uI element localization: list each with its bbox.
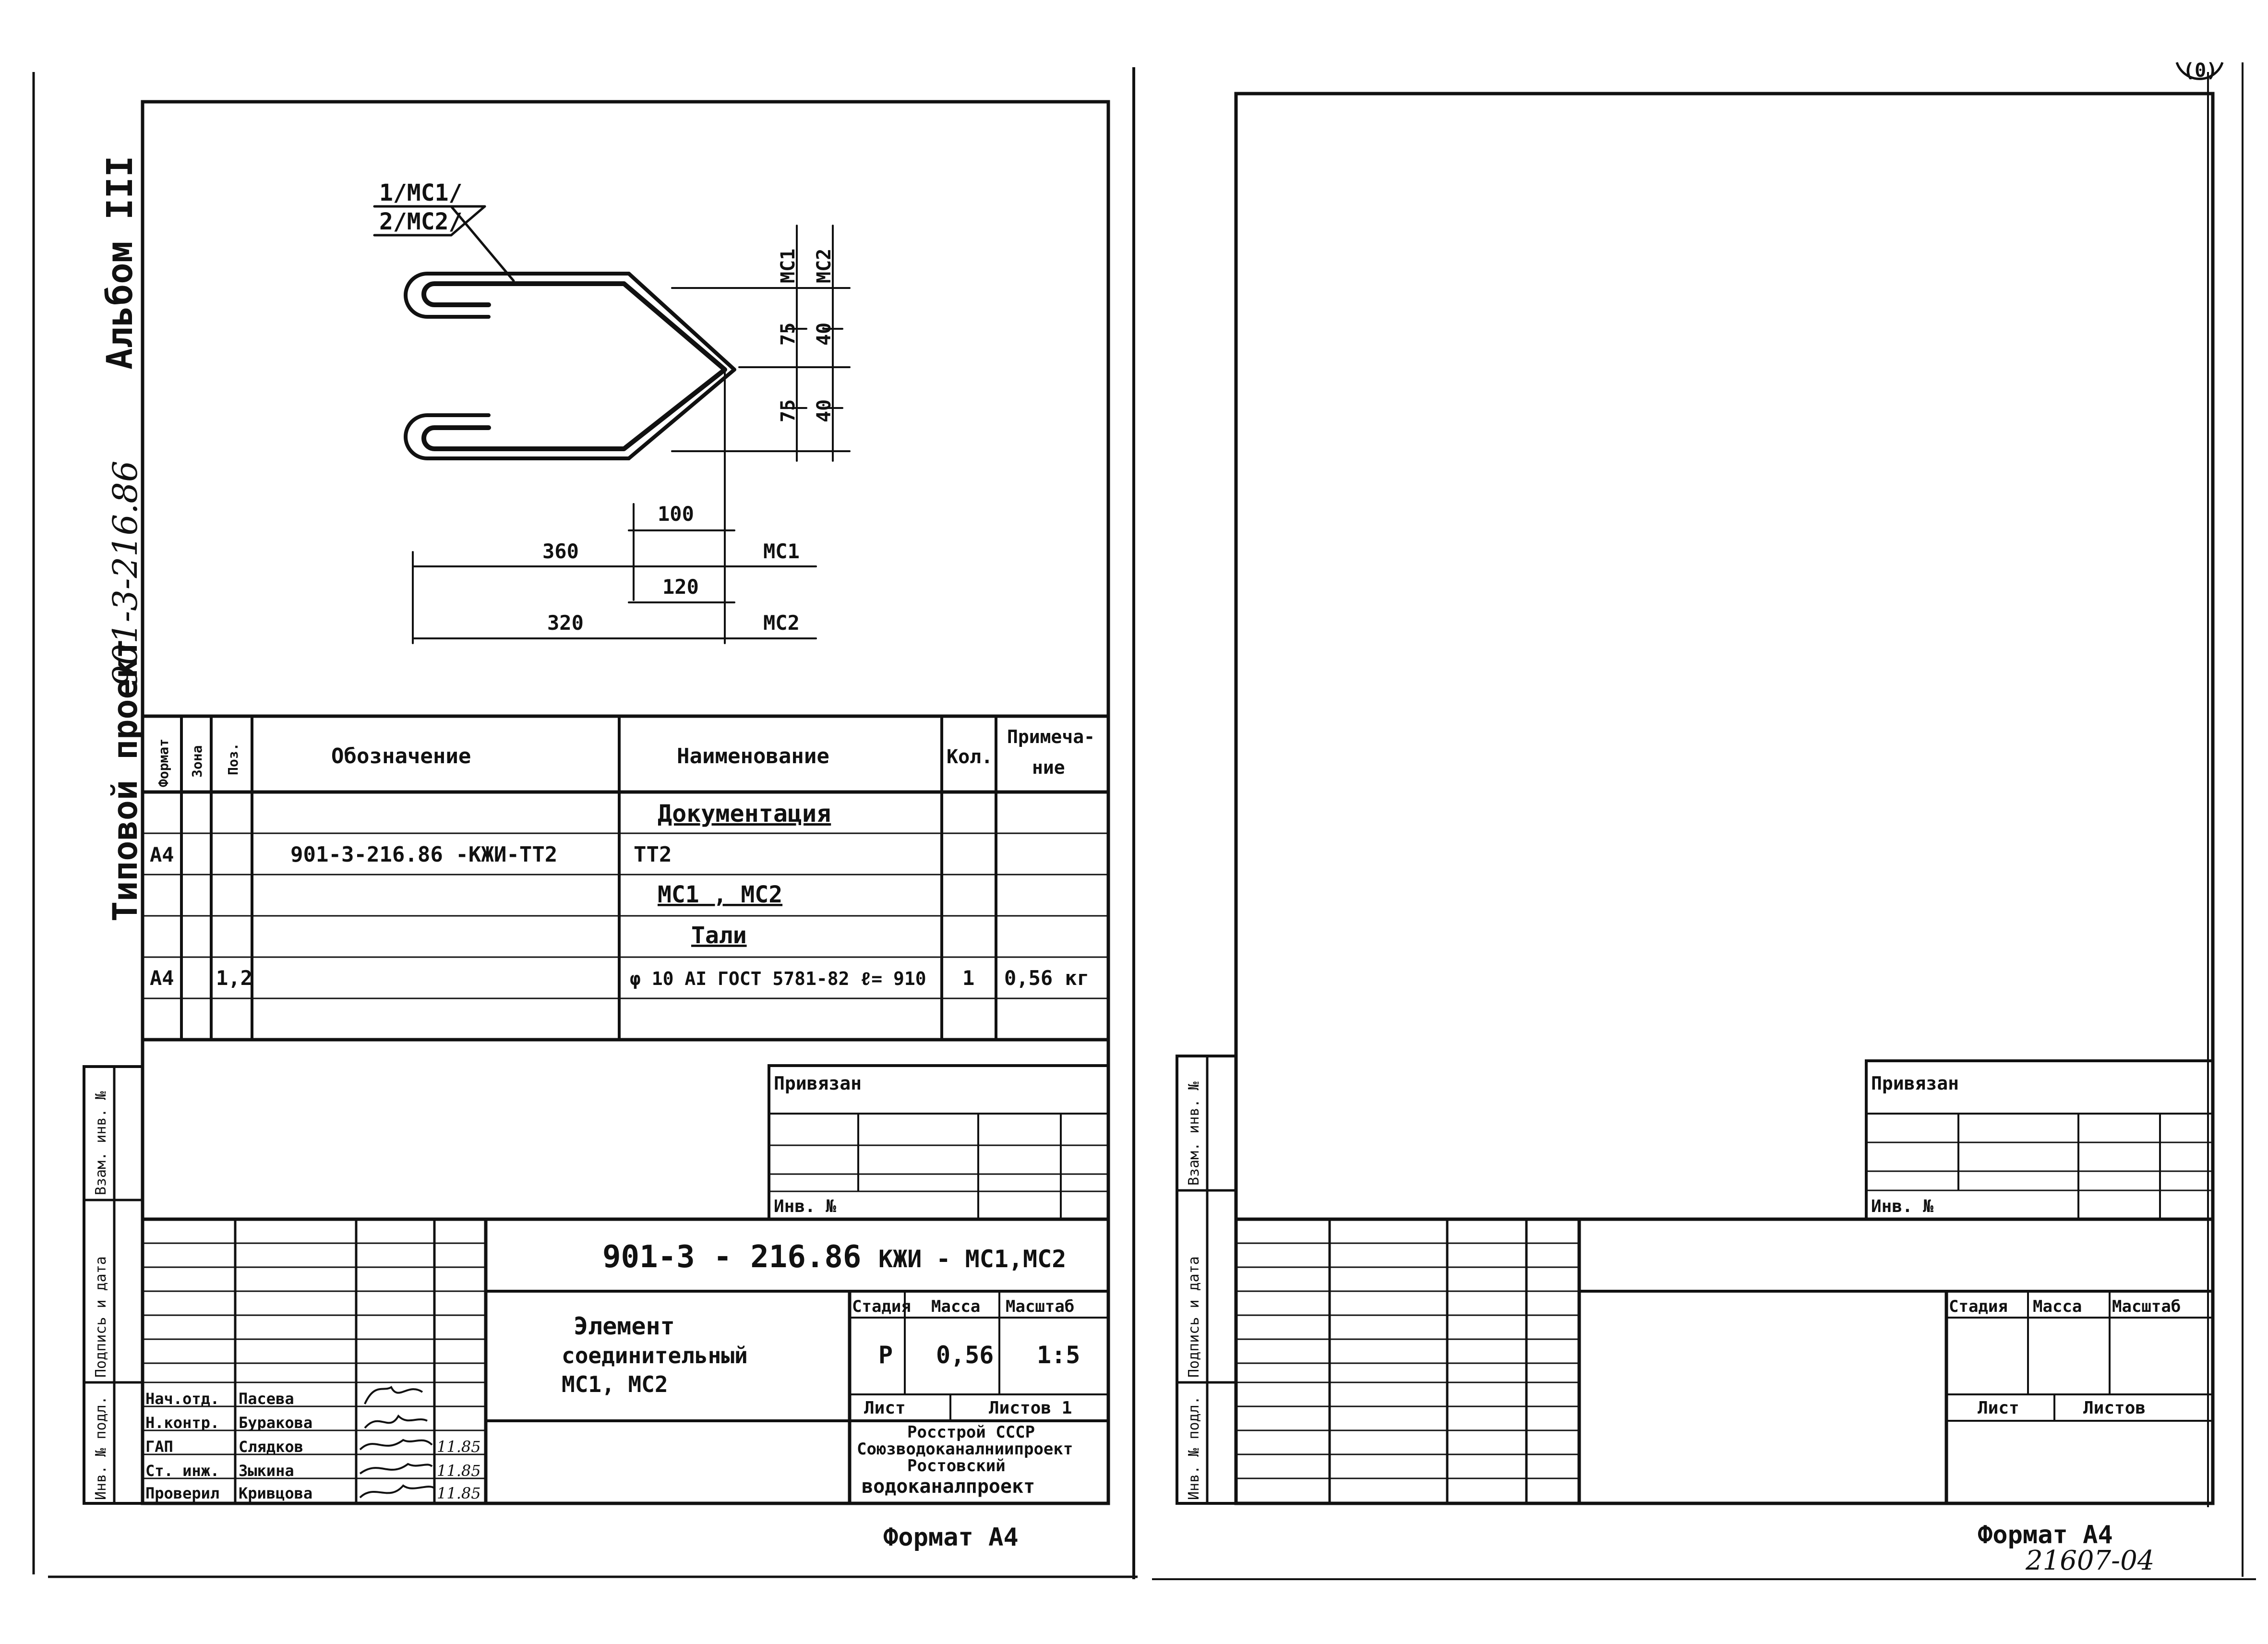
org-line-1: Росстрой СССР [907, 1423, 1035, 1442]
dim-mc2-lower: 40 [813, 399, 835, 422]
element-name-1: Элемент [574, 1312, 675, 1340]
row-5-note: 0,56 кг [1004, 966, 1089, 990]
project-code-handwritten: 901-3-216.86 [106, 461, 145, 686]
row-1-name: Документация [658, 800, 831, 828]
org-line-3: Ростовский [907, 1456, 1006, 1476]
doc-code: 901-3 - 216.86 [602, 1239, 861, 1275]
right-mass-header: Масса [2033, 1297, 2082, 1316]
stage-header: Стадия [852, 1297, 911, 1316]
row-5-format: А4 [150, 966, 174, 990]
sheet-label: Лист [864, 1398, 906, 1418]
dim-mc1-row-label: МС1 [763, 540, 800, 563]
signer-name: Зыкина [239, 1462, 294, 1480]
row-4-name: Тали [691, 922, 747, 949]
right-sheets-label: Листов [2083, 1398, 2146, 1418]
dim-mc1-length: 360 [542, 540, 579, 563]
row-5-qty: 1 [962, 966, 974, 990]
sheet-code: КЖИ - МС1,МС2 [878, 1245, 1066, 1273]
format-label-left: Формат А4 [883, 1523, 1019, 1552]
dim-col-label-mc1: МС1 [777, 249, 799, 283]
right-privyazan-title: Привязан [1871, 1073, 1959, 1094]
header-pos: Поз. [225, 743, 241, 775]
signer-role: Проверил [145, 1484, 219, 1502]
element-name-2: соединительный [562, 1343, 748, 1368]
side-stamp-vzam: Взам. инв. № [93, 1091, 109, 1195]
right-side-podpis: Подпись и дата [1186, 1256, 1202, 1378]
right-privyazan-inv: Инв. № [1871, 1197, 1933, 1216]
signers: Нач.отд. Пасева Н.контр. Буракова ГАП Сл… [145, 1390, 481, 1502]
dim-mc1-point: 100 [658, 502, 694, 526]
row-2-format: А4 [150, 843, 174, 866]
signer-date: 11.85 [437, 1484, 481, 1502]
right-scale-header: Масштаб [2112, 1297, 2181, 1316]
header-name: Наименование [677, 744, 829, 768]
header-note-1: Примеча- [1007, 726, 1095, 747]
trim-lines [32, 62, 2256, 1580]
header-format: Формат [156, 739, 171, 787]
scale-value: 1:5 [1037, 1341, 1080, 1369]
mass-header: Масса [931, 1297, 980, 1316]
privyazan-title: Привязан [774, 1073, 862, 1094]
dim-mc2-row-label: МС2 [763, 611, 800, 635]
scale-header: Масштаб [1006, 1297, 1074, 1316]
signer-name: Слядков [239, 1438, 303, 1456]
right-side-inv: Инв. № подл. [1186, 1396, 1202, 1500]
dim-mc2-length: 320 [547, 611, 584, 635]
dim-mc2-point: 120 [662, 575, 699, 599]
archive-number: 21607-04 [2025, 1545, 2154, 1576]
right-sheet [1176, 62, 2224, 1507]
privyazan-inv: Инв. № [774, 1197, 836, 1216]
org-line-4: водоканалпроект [862, 1476, 1035, 1498]
signer-date: 11.85 [437, 1462, 481, 1480]
right-side-vzam: Взам. инв. № [1186, 1081, 1202, 1186]
signer-role: Ст. инж. [145, 1462, 219, 1480]
right-stage-header: Стадия [1949, 1297, 2008, 1316]
row-5-name: φ 10 АI ГОСТ 5781-82 ℓ= 910 [630, 968, 926, 989]
row-2-designation: 901-3-216.86 -КЖИ-ТТ2 [290, 842, 557, 867]
project-type: Типовой проект [106, 638, 145, 922]
left-sheet [83, 100, 1110, 1505]
org-line-2: Союзводоканалниипроект [857, 1440, 1073, 1459]
header-note-2: ние [1032, 757, 1065, 778]
row-2-name: ТТ2 [634, 842, 672, 867]
sheets-label: Листов 1 [989, 1398, 1072, 1418]
signer-role: Нач.отд. [145, 1390, 219, 1408]
dim-mc1-upper: 75 [777, 323, 799, 346]
stage-value: Р [878, 1341, 893, 1369]
signer-name: Буракова [239, 1414, 312, 1432]
row-3-name: МС1 , МС2 [658, 881, 782, 908]
dim-mc1-lower: 75 [777, 399, 799, 422]
dim-col-label-mc2: МС2 [813, 249, 835, 283]
callout-mc2: 2/МС2/ [379, 208, 462, 235]
side-stamp-podpis: Подпись и дата [93, 1256, 109, 1378]
header-qty: Кол. [947, 746, 993, 768]
callout-mc1: 1/МС1/ [379, 180, 462, 206]
signer-role: ГАП [145, 1438, 173, 1456]
dim-mc2-upper: 40 [813, 323, 835, 346]
album-title: Альбом III [99, 156, 141, 370]
header-zone: Зона [189, 745, 205, 778]
signer-name: Кривцова [239, 1484, 312, 1502]
page-number: (0) [2183, 60, 2218, 82]
element-name-3: МС1, МС2 [562, 1371, 668, 1397]
signer-role: Н.контр. [145, 1414, 219, 1432]
signatures [359, 1386, 435, 1499]
format-label-right: Формат А4 [1978, 1521, 2113, 1549]
signer-name: Пасева [239, 1390, 294, 1408]
signer-date: 11.85 [437, 1438, 481, 1456]
row-5-pos: 1,2 [216, 966, 252, 990]
side-stamp-inv: Инв. № подл. [93, 1396, 109, 1500]
rebar-drawing [373, 205, 851, 644]
mass-value: 0,56 [936, 1341, 994, 1369]
header-designation: Обозначение [331, 744, 471, 768]
right-sheet-label: Лист [1978, 1398, 2019, 1418]
